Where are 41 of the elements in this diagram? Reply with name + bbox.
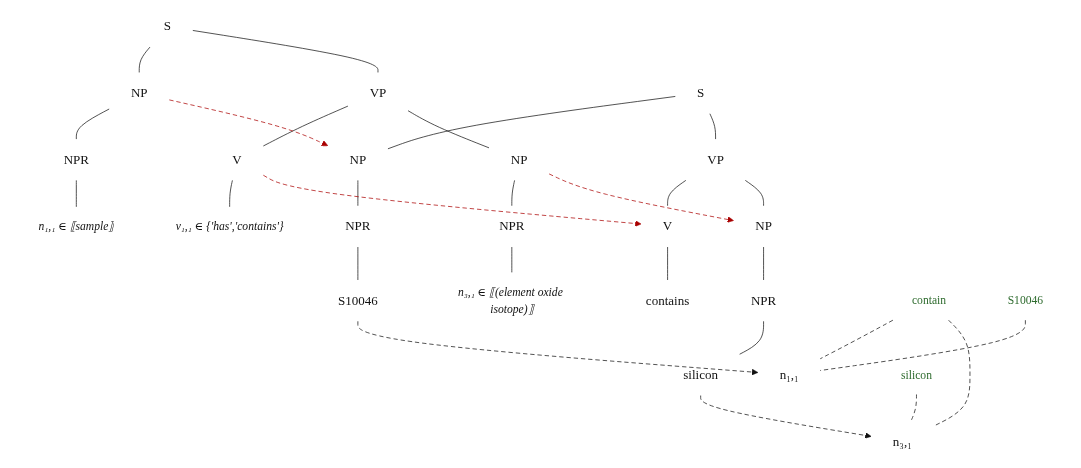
node-text: V (662, 218, 672, 234)
connector (387, 96, 676, 150)
node-text: VP (369, 85, 386, 100)
node-text: NP (510, 152, 528, 167)
node-text: NPR (63, 152, 89, 167)
connector (819, 319, 1026, 371)
node-text: NP (754, 218, 772, 234)
connector (738, 320, 764, 355)
node-text: V (231, 152, 242, 167)
node-text: contains (645, 293, 689, 308)
node-text: NPR (498, 218, 525, 234)
node-text: contain (911, 294, 946, 307)
node-text: S (163, 18, 171, 34)
connector (666, 180, 686, 207)
connector (138, 46, 150, 73)
connector (910, 394, 917, 422)
connector (819, 319, 893, 360)
node-text: S10046 (1007, 294, 1043, 307)
node-text: n₃,₁ (892, 433, 912, 449)
connector (762, 246, 764, 281)
node-text: silicon (682, 367, 718, 382)
connector (709, 113, 716, 140)
node-text: VP (706, 152, 724, 167)
node-text: NPR (750, 293, 776, 308)
connector (192, 30, 378, 73)
node-text: S10046 (337, 293, 378, 308)
node-text: v₁,₁ ∈ {'has','contains'} (175, 219, 284, 233)
connector (75, 108, 110, 140)
connector (262, 105, 348, 147)
node-text: n₁,₁ (779, 367, 799, 382)
node-text: S (696, 85, 704, 100)
node-text: silicon (900, 368, 932, 381)
connector (744, 180, 764, 207)
node-text: n₃,₁ ∈ ⟦(element oxide isotope)⟧ (457, 285, 563, 316)
connector (666, 246, 668, 281)
node-text: NPR (344, 218, 371, 234)
node-text: NP (130, 85, 148, 100)
connector (511, 180, 515, 207)
connector (407, 110, 490, 149)
connector (228, 180, 233, 208)
node-text: NP (349, 152, 366, 167)
